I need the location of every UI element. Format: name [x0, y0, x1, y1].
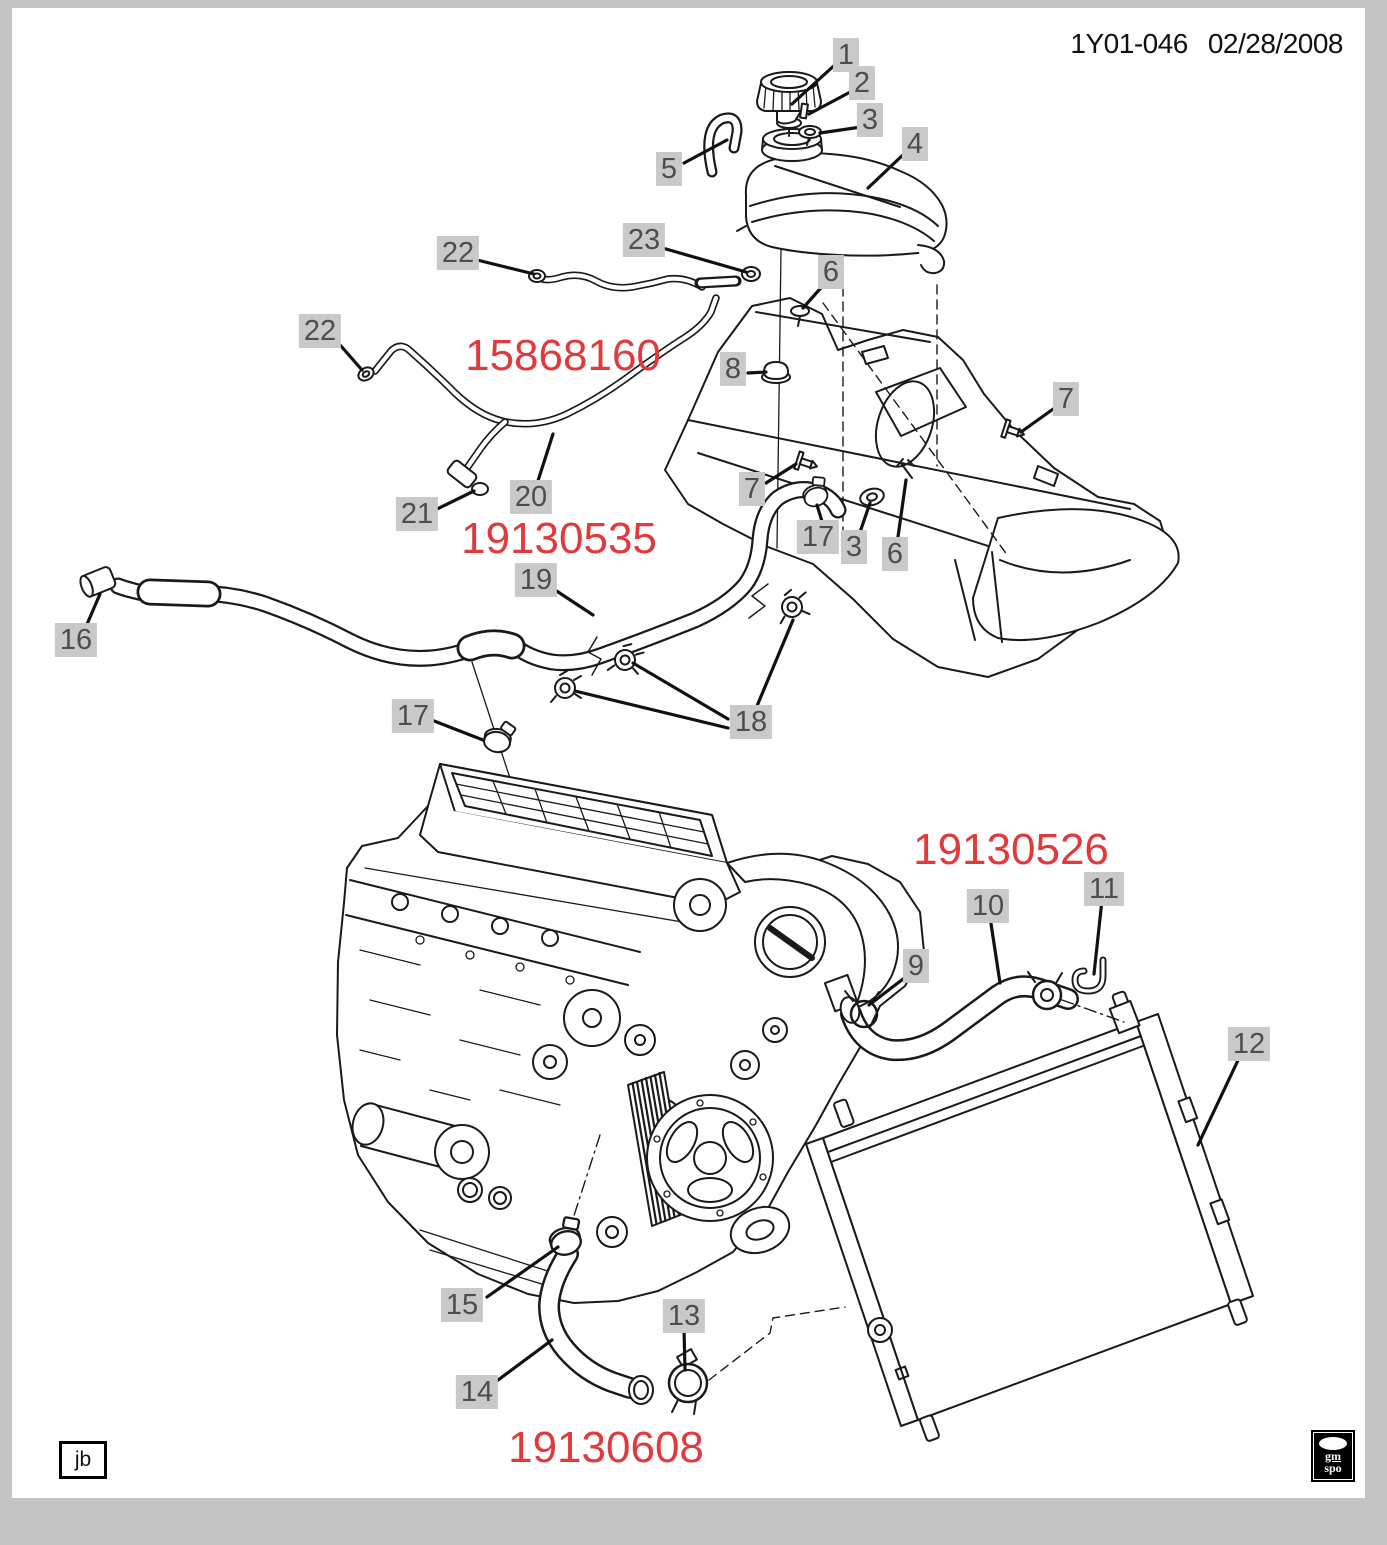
cowl-shroud — [664, 297, 1180, 678]
coolant-reservoir — [736, 128, 948, 275]
callout-6: 6 — [817, 255, 845, 289]
inlet-hose-19130526 — [839, 956, 1125, 1050]
heater-hose-19130535 — [79, 490, 838, 676]
author-initials: jb — [74, 1448, 92, 1471]
harmonic-balancer — [646, 1094, 774, 1222]
outlet-hose-19130608 — [545, 1134, 846, 1415]
callout-21: 21 — [395, 497, 439, 531]
throttle-body — [754, 906, 826, 978]
drawing-date: 02/28/2008 — [1207, 28, 1344, 59]
callout-6: 6 — [881, 537, 909, 571]
engine — [336, 763, 925, 1304]
callout-22: 22 — [298, 314, 342, 348]
hose-end-cap-16 — [79, 566, 117, 598]
gm-spo-logo: gm spo — [1311, 1430, 1355, 1482]
callout-17: 17 — [391, 699, 435, 733]
clip-23 — [741, 266, 761, 282]
gm-spo-oval — [1319, 1437, 1347, 1450]
drawing-number: 1Y01-046 — [1070, 28, 1188, 59]
clamp-13 — [667, 1348, 709, 1415]
fitting-21 — [471, 482, 489, 496]
clamp-10-end — [1027, 971, 1063, 1011]
callout-3: 3 — [856, 103, 884, 137]
grommet-3-upper — [798, 125, 822, 146]
callout-4: 4 — [901, 127, 929, 161]
gm-logo-line1: gm — [1325, 1449, 1341, 1463]
callout-8: 8 — [719, 352, 747, 386]
vent-hose-15868160 — [357, 266, 761, 496]
callout-15: 15 — [440, 1288, 484, 1322]
author-initials-box: jb — [59, 1441, 107, 1479]
callout-14: 14 — [455, 1375, 499, 1409]
gm-spo-logo-inner: gm spo — [1313, 1432, 1353, 1480]
callout-3: 3 — [840, 530, 868, 564]
callout-18: 18 — [729, 705, 773, 739]
starter-motor — [351, 1102, 490, 1180]
leader-lines — [83, 60, 1242, 1385]
drawing-header: 1Y01-046 02/28/2008 — [1070, 28, 1343, 60]
part-number-19130608: 19130608 — [508, 1423, 704, 1472]
gm-logo-line2: spo — [1324, 1461, 1342, 1475]
clip-6-lower — [896, 458, 915, 479]
callout-5: 5 — [655, 152, 683, 186]
callout-20: 20 — [509, 480, 553, 514]
callout-9: 9 — [902, 949, 930, 983]
callout-17: 17 — [796, 520, 840, 554]
callout-12: 12 — [1227, 1027, 1271, 1061]
part-number-19130535: 19130535 — [461, 514, 657, 563]
grommet-3-lower — [859, 487, 885, 507]
callout-2: 2 — [848, 66, 876, 100]
callout-19: 19 — [514, 563, 558, 597]
callout-7: 7 — [738, 472, 766, 506]
callout-16: 16 — [54, 623, 98, 657]
callout-7: 7 — [1052, 382, 1080, 416]
part-number-19130526: 19130526 — [913, 825, 1109, 874]
stud-8 — [761, 361, 791, 384]
cap-pin-2 — [799, 102, 809, 120]
callout-10: 10 — [966, 889, 1010, 923]
clip-11 — [1071, 956, 1107, 995]
callout-11: 11 — [1083, 872, 1125, 906]
callout-13: 13 — [662, 1299, 706, 1333]
callout-23: 23 — [622, 223, 666, 257]
callout-22: 22 — [436, 236, 480, 270]
part-number-15868160: 15868160 — [465, 331, 661, 380]
radiator — [805, 990, 1254, 1442]
alignment-line-dashed — [822, 302, 1009, 557]
